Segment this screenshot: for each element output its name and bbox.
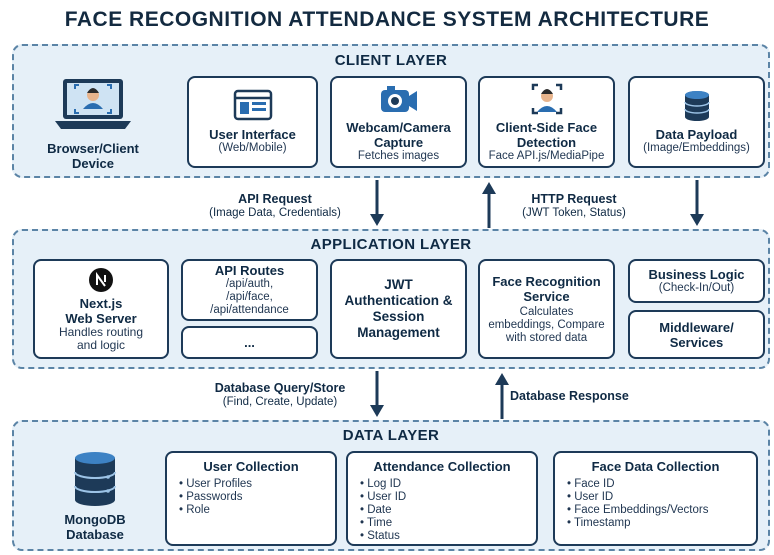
jwt-title: JWT Authentication & Session Management [344,277,453,340]
user-collection-list: User Profiles Passwords Role [167,478,335,517]
user-collection-item: Passwords [179,491,335,504]
face-data-collection-card: Face Data Collection Face ID User ID Fac… [553,451,758,546]
api-routes-more-card: ... [181,326,318,359]
db-query-flow: Database Query/Store (Find, Create, Upda… [190,381,370,409]
client-layer-title: CLIENT LAYER [334,52,448,69]
face-data-collection-list: Face ID User ID Face Embeddings/Vectors … [555,478,756,530]
nextjs-title-1: Next.js [79,295,123,311]
api-routes-card: API Routes /api/auth, /api/face, /api/at… [181,259,318,321]
nextjs-sub-1: Handles routing [58,324,144,339]
webcam-card: Webcam/Camera Capture Fetches images [330,76,467,168]
data-payload-card: Data Payload (Image/Embeddings) [628,76,765,168]
nextjs-logo-icon [89,267,113,292]
api-route-attendance: /api/attendance [210,304,289,316]
user-collection-title: User Collection [203,459,299,474]
laptop-icon [55,79,131,129]
face-detection-sub: Face API.js/MediaPipe [488,149,605,162]
mongodb-database-icon [74,452,116,506]
database-icon [683,91,710,121]
middleware-card: Middleware/ Services [628,310,765,359]
face-recognition-card: Face Recognition Service Calculates embe… [478,259,615,359]
db-response-flow: Database Response [510,389,670,404]
api-route-face: /api/face, [226,291,273,303]
data-layer-title: DATA LAYER [342,427,440,444]
mongodb-card: MongoDB Database [40,448,150,544]
api-request-title: API Request [238,192,312,206]
attendance-collection-title: Attendance Collection [373,459,511,474]
face-data-collection-item: User ID [567,491,756,504]
db-query-title: Database Query/Store [214,381,346,395]
data-payload-title: Data Payload [655,127,738,142]
api-routes-ellipsis: ... [244,335,255,350]
face-detection-card: Client-Side Face Detection Face API.js/M… [478,76,615,168]
business-logic-title: Business Logic [648,267,745,282]
user-collection-item: Role [179,504,335,517]
face-data-collection-item: Face Embeddings/Vectors [567,504,756,517]
user-interface-card: User Interface (Web/Mobile) [187,76,318,168]
jwt-card: JWT Authentication & Session Management [330,259,467,359]
attendance-collection-item: Time [360,517,536,530]
attendance-collection-item: Status [360,530,536,543]
api-routes-title: API Routes [214,263,285,278]
user-interface-title: User Interface [209,127,296,142]
user-interface-sub: (Web/Mobile) [218,142,287,154]
api-request-arrow [370,180,384,226]
db-response-arrow [495,373,509,419]
face-data-collection-item: Face ID [567,478,756,491]
http-request-flow: HTTP Request (JWT Token, Status) [494,192,654,220]
nextjs-sub-2: and logic [76,337,126,352]
face-recognition-sub: Calculates embeddings, Compare with stor… [488,305,605,344]
data-payload-sub: (Image/Embeddings) [643,142,750,154]
http-request-title: HTTP Request [531,192,617,206]
mongodb-title-2: Database [66,527,124,542]
mongodb-title-1: MongoDB [64,512,126,527]
user-collection-card: User Collection User Profiles Passwords … [165,451,337,546]
attendance-collection-item: Date [360,504,536,517]
diagram-title: FACE RECOGNITION ATTENDANCE SYSTEM ARCHI… [64,8,710,31]
attendance-collection-item: Log ID [360,478,536,491]
api-request-flow: API Request (Image Data, Credentials) [180,192,370,220]
attendance-collection-item: User ID [360,491,536,504]
business-logic-sub: (Check-In/Out) [658,282,735,294]
application-layer-title: APPLICATION LAYER [310,236,472,253]
api-request-sub: (Image Data, Credentials) [209,207,341,219]
api-route-auth: /api/auth, [225,278,274,290]
face-recognition-title: Face Recognition Service [492,273,601,304]
business-logic-card: Business Logic (Check-In/Out) [628,259,765,303]
face-scan-icon [531,83,562,114]
db-query-sub: (Find, Create, Update) [222,396,338,408]
db-response-title: Database Response [510,389,629,403]
nextjs-title-2: Web Server [65,310,137,326]
payload-down-arrow [690,180,704,226]
face-data-collection-title: Face Data Collection [591,459,720,474]
http-request-sub: (JWT Token, Status) [522,207,626,219]
webcam-sub: Fetches images [357,149,440,162]
browser-window-icon [233,89,272,121]
middleware-title: Middleware/ Services [659,319,734,350]
db-query-arrow [370,371,384,417]
webcam-title: Webcam/Camera Capture [346,119,451,150]
face-data-collection-item: Timestamp [567,517,756,530]
attendance-collection-list: Log ID User ID Date Time Status [348,478,536,543]
user-collection-item: User Profiles [179,478,335,491]
camera-icon [380,85,417,112]
attendance-collection-card: Attendance Collection Log ID User ID Dat… [346,451,538,546]
face-detection-title: Client-Side Face Detection [495,119,598,150]
http-request-arrow [482,182,496,228]
browser-client-title: Browser/Client Device [47,141,139,171]
nextjs-card: Next.js Web Server Handles routing and l… [33,259,169,359]
browser-client-card: Browser/Client Device [33,74,153,174]
